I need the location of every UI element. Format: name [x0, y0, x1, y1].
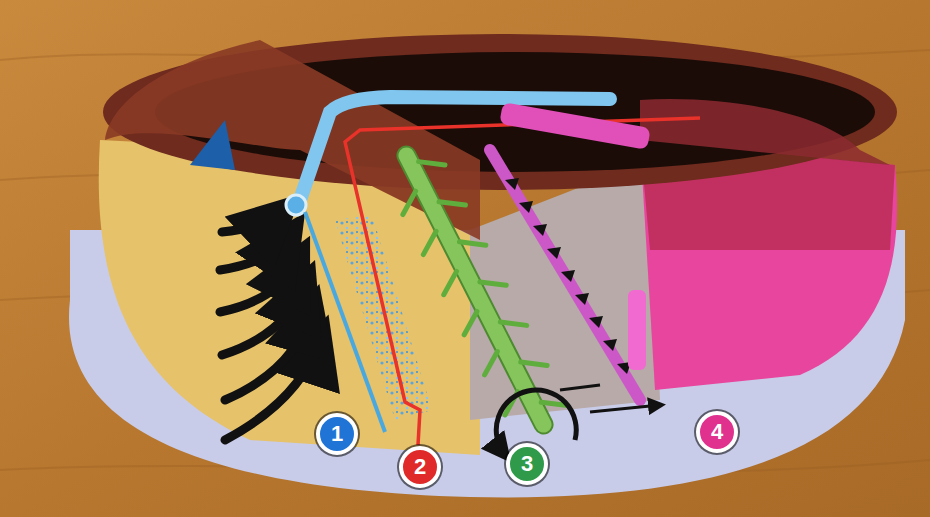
callout-circle: 4	[696, 411, 738, 453]
sensor-window	[190, 120, 235, 170]
leader-line	[305, 212, 385, 432]
leader-line	[345, 118, 700, 445]
rim-right	[640, 99, 890, 165]
vacuum-nozzle	[286, 195, 306, 215]
main-brush	[376, 134, 575, 446]
callout-number: 1	[331, 423, 343, 445]
callout-circle: 2	[399, 446, 441, 488]
callout-circle: 1	[316, 413, 358, 455]
comb	[490, 102, 651, 400]
callout-circle: 3	[506, 443, 548, 485]
airflow-arrows	[220, 212, 320, 440]
callout-number: 2	[414, 456, 426, 478]
dust-particles	[335, 215, 432, 420]
callout-number: 4	[711, 421, 723, 443]
callout-number: 3	[521, 453, 533, 475]
debris-arrows	[560, 385, 660, 412]
